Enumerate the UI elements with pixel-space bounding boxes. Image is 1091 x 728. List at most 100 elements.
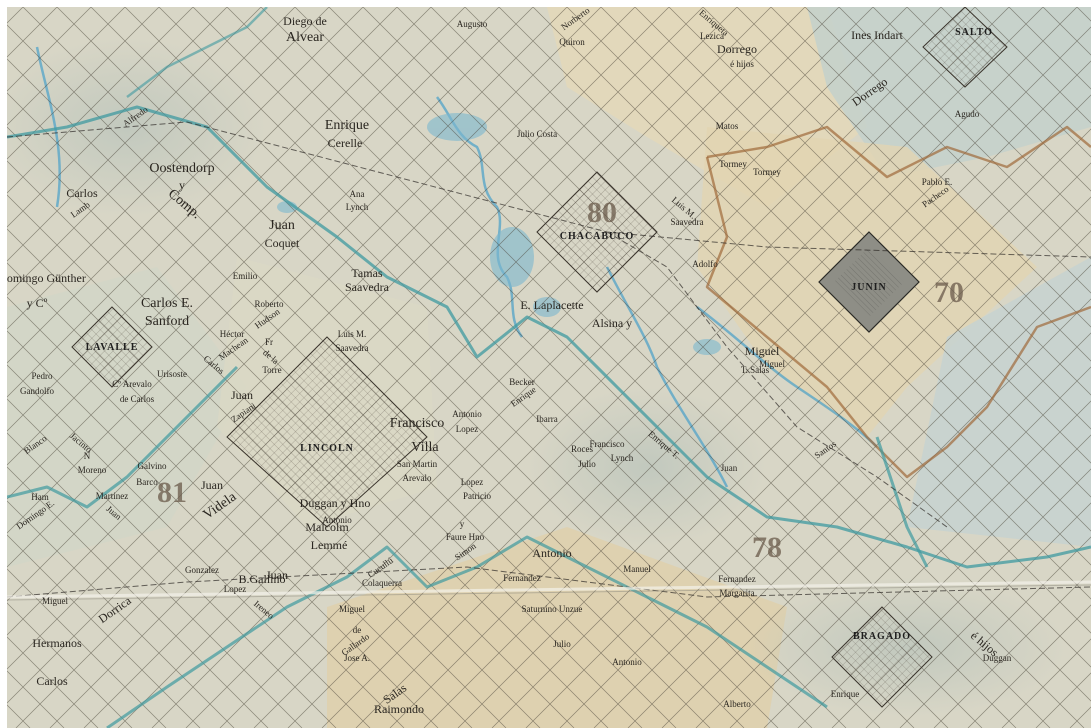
owner-label: Barco [136,477,158,487]
town-label: CHACABUCO [560,231,635,242]
owner-label: Cerelle [328,136,363,150]
owner-label: y Cº [27,296,48,310]
owner-label: Hermanos [32,636,82,650]
owner-label: Julio [578,459,596,469]
owner-label: Moreno [78,465,107,475]
owner-label: Lynch [346,202,369,212]
owner-label: Antonio [532,546,571,560]
owner-label: Alberto [723,699,751,709]
owner-label: Malcolm [305,520,349,534]
owner-label: Sanford [145,314,189,329]
owner-label: Cº Arevalo [112,379,152,389]
brown-boundary-chacabuco [706,125,1091,179]
owner-label: Pablo E. [922,177,953,187]
owner-label: Emilio [233,271,258,281]
owner-label: Domingo Günther [7,271,86,285]
brown-boundary-east [705,156,1091,479]
salto-town-plot[interactable] [922,7,1008,88]
owner-label: Carlos [66,186,98,200]
owner-label: Augusto [457,19,488,29]
owner-label: B.Gallino [239,572,286,586]
owner-label: Gonzalez [185,565,219,575]
owner-label: Roces [571,444,593,454]
owner-label: San Martin [397,459,438,469]
owner-label: Tormey [719,159,747,169]
owner-label: Jose A. [344,653,370,663]
owner-label: Héctor [220,329,245,339]
railways [7,121,1091,598]
town-label: BRAGADO [853,631,911,642]
teal-boundary-north [126,7,268,98]
owner-label: E. Laplacette [520,298,583,312]
owner-label: Fr [265,337,273,347]
owner-label: Diego de [283,14,327,28]
owner-label: Miguel [42,596,68,606]
owner-label: Enrique [831,689,860,699]
owner-label: Colaquerra [362,578,402,588]
owner-label: Agudo [955,109,980,119]
owner-label: Luis M. [338,329,367,339]
owner-label: Carlos [36,674,68,688]
district-number: 80 [587,196,617,229]
town-plots [71,7,1008,708]
owner-label: Julio [553,639,571,649]
owner-label: Tormey [753,167,781,177]
owner-label: Miguel [745,344,780,358]
owner-label: Pedro [32,371,53,381]
owner-label: Saavedra [671,217,704,227]
owner-label: Quiron [559,37,585,47]
owner-label: Torre [262,365,281,375]
bragado-town-plot[interactable] [831,606,933,708]
owner-label: N [84,451,91,461]
teal-boundary-lower [106,535,828,728]
owner-label: Juan [721,463,738,473]
owner-label: Antonio [452,409,482,419]
owner-label: Galvino [138,461,167,471]
owner-label: Carlos E. [141,296,193,311]
town-label: JUNIN [851,282,887,293]
owner-label: Julio Costa [517,129,557,139]
owner-label: Saavedra [336,343,369,353]
owner-label: de Carlos [120,394,155,404]
owner-label: Alsina y [592,316,632,330]
owner-label: Becker [509,377,534,387]
owner-label: Miguel [759,359,785,369]
owner-label: Saturnino Unzue [522,604,583,614]
owner-label: Lemmé [311,538,348,552]
lavalle-town-plot[interactable] [71,306,153,388]
fold-crease [7,580,1091,601]
junin-town-plot[interactable] [536,171,658,293]
teal-boundary-east [875,436,929,568]
town-label: LAVALLE [86,342,139,353]
owner-label: Gandolfo [20,386,54,396]
lincoln-town-plot[interactable] [226,336,428,528]
owner-label: Patricio [463,491,491,501]
owner-label: y [460,519,465,529]
owner-label: Duggan [983,653,1012,663]
owner-label: Arevalo [403,473,432,483]
owner-label: Antonio [322,515,352,525]
owner-label: Ibarra [536,414,557,424]
owner-label: Fernandez [718,574,755,584]
owner-label: y [179,178,185,192]
owner-label: Raimondo [374,702,424,716]
owner-label: Urisoste [157,369,187,379]
owner-label: Adolfo [692,259,718,269]
owner-label: Dorrego [717,42,757,56]
owner-label: Manuel [623,564,651,574]
owner-label: Juan [201,478,223,492]
owner-label: Villa [411,440,439,455]
district-boundaries [7,7,1091,728]
owner-label: Lopez [224,584,247,594]
town-label: LINCOLN [300,443,354,454]
owner-label: Alvear [286,30,324,45]
owner-label: Francisco [590,439,625,449]
owner-label: Matos [716,121,739,131]
owner-label: Ham [31,492,49,502]
owner-label: Juan [231,388,253,402]
